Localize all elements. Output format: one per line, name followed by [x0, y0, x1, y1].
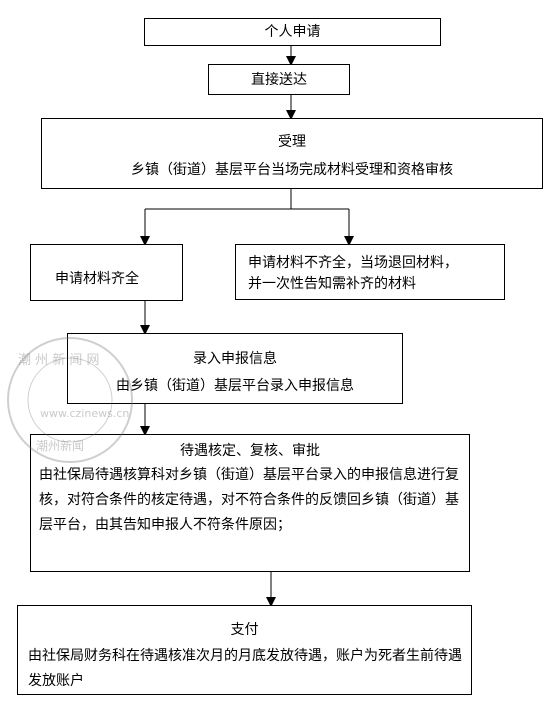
- pay-desc: 由社保局财务科在待遇核准次月的月底发放待遇，账户为死者生前待遇发放账户: [28, 648, 462, 689]
- verify-box: 待遇核定、复核、审批 由社保局待遇核算科对乡镇（街道）基层平台录入的申报信息进行…: [30, 434, 470, 572]
- accept-desc: 乡镇（街道）基层平台当场完成材料受理和资格审核: [131, 162, 453, 178]
- watermark-top: 潮 州 新 闻 网: [18, 353, 100, 368]
- watermark-seal: [7, 337, 133, 463]
- watermark-bottom: 潮州新闻: [36, 439, 85, 453]
- incomplete-box: 申请材料不齐全，当场退回材料， 并一次性告知需补齐的材料: [235, 244, 505, 300]
- pay-title: 支付: [230, 622, 259, 638]
- complete-box: 申请材料齐全: [30, 244, 183, 301]
- apply-label: 个人申请: [264, 24, 321, 40]
- entry-desc: 由乡镇（街道）基层平台录入申报信息: [116, 378, 354, 394]
- accept-title: 受理: [278, 134, 306, 150]
- verify-desc: 由社保局待遇核算科对乡镇（街道）基层平台录入的申报信息进行复核，对符合条件的核定…: [39, 467, 459, 533]
- pay-box: 支付 由社保局财务科在待遇核准次月的月底发放待遇，账户为死者生前待遇发放账户: [17, 605, 472, 695]
- incomplete-line1: 申请材料不齐全，当场退回材料，: [248, 255, 458, 271]
- verify-title: 待遇核定、复核、审批: [180, 443, 320, 459]
- incomplete-line2: 并一次性告知需补齐的材料: [248, 276, 416, 292]
- entry-title: 录入申报信息: [193, 351, 277, 367]
- entry-box: 录入申报信息 由乡镇（街道）基层平台录入申报信息: [67, 333, 403, 404]
- complete-label: 申请材料齐全: [55, 271, 139, 287]
- accept-box: 受理 乡镇（街道）基层平台当场完成材料受理和资格审核: [41, 118, 543, 189]
- deliver-label: 直接送达: [251, 72, 307, 88]
- deliver-box: 直接送达: [208, 64, 350, 95]
- watermark-url: www.czinews.cn: [40, 407, 130, 420]
- apply-box: 个人申请: [144, 18, 441, 46]
